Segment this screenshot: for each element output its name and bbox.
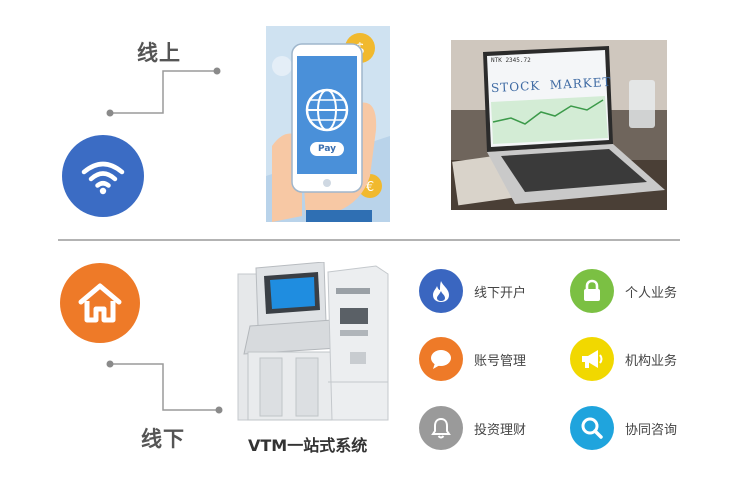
home-circle bbox=[60, 263, 140, 343]
wifi-icon bbox=[81, 161, 125, 195]
vtm-caption: VTM一站式系统 bbox=[248, 436, 368, 455]
home-icon bbox=[78, 283, 122, 323]
laptop-ticker-text: NTK 2345.72 bbox=[491, 57, 531, 64]
service-label: 投资理财 bbox=[474, 422, 527, 438]
service-icon-circle bbox=[570, 406, 614, 450]
service-icon-circle bbox=[570, 269, 614, 313]
megaphone-icon bbox=[582, 350, 603, 368]
bell-icon bbox=[431, 417, 451, 439]
service-label: 机构业务 bbox=[625, 353, 678, 369]
flame-icon bbox=[433, 281, 449, 302]
online-label: 线上 bbox=[137, 41, 181, 65]
service-label: 协同咨询 bbox=[625, 422, 678, 438]
service-item: 个人业务 bbox=[570, 268, 710, 314]
vtm-machine-photo bbox=[228, 261, 398, 422]
service-item: 账号管理 bbox=[419, 336, 559, 382]
service-label: 账号管理 bbox=[474, 353, 527, 369]
service-label: 个人业务 bbox=[625, 285, 678, 301]
lock-icon bbox=[584, 279, 600, 301]
search-icon bbox=[581, 417, 603, 439]
pay-button-label: Pay bbox=[317, 144, 337, 154]
service-icon-circle bbox=[419, 337, 463, 381]
offline-label: 线下 bbox=[141, 427, 185, 451]
service-item: 线下开户 bbox=[419, 268, 559, 314]
chat-icon bbox=[431, 350, 451, 369]
svg-text:€: € bbox=[366, 180, 374, 195]
laptop-stock-photo: NTK 2345.72 STOCK MARKET bbox=[451, 40, 667, 210]
service-item: 投资理财 bbox=[419, 405, 559, 451]
service-icon-circle bbox=[570, 337, 614, 381]
service-label: 线下开户 bbox=[474, 285, 527, 301]
service-item: 机构业务 bbox=[570, 336, 710, 382]
service-icon-circle bbox=[419, 406, 463, 450]
service-item: 协同咨询 bbox=[570, 405, 710, 451]
service-icon-circle bbox=[419, 269, 463, 313]
mobile-payment-illustration: $ € Pay bbox=[266, 26, 390, 222]
wifi-circle bbox=[62, 135, 144, 217]
